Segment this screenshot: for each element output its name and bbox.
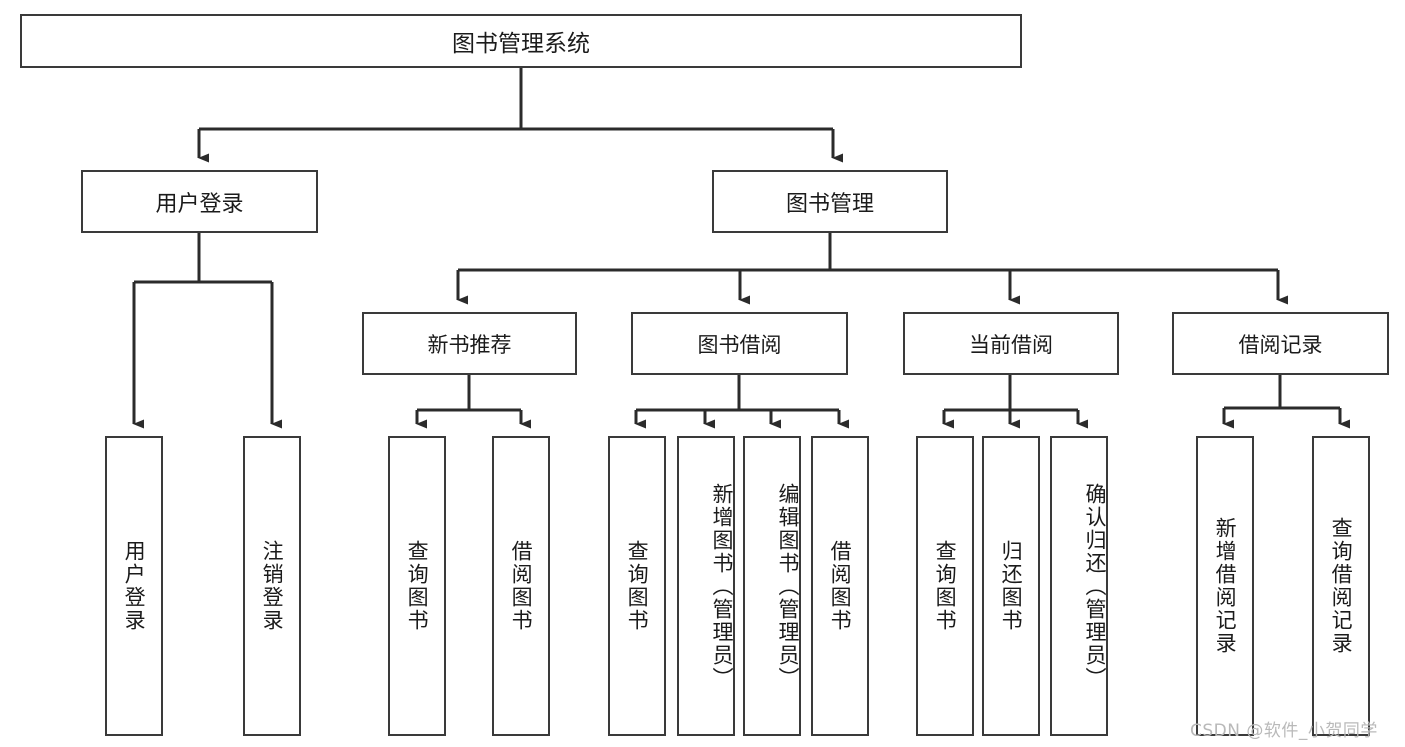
leaf-query-borrow-record[interactable]: 查询借阅记录 [1312,436,1370,736]
node-label: 确认归还（管理员） [1083,482,1107,690]
leaf-edit-book-admin[interactable]: 编辑图书（管理员） [743,436,801,736]
node-label: 编辑图书（管理员） [776,482,800,690]
node-current-borrow[interactable]: 当前借阅 [903,312,1119,375]
leaf-query-book-borrow[interactable]: 查询图书 [608,436,666,736]
node-user-login[interactable]: 用户登录 [81,170,318,233]
leaf-query-book-recommend[interactable]: 查询图书 [388,436,446,736]
node-label: 借阅图书 [509,540,534,632]
leaf-confirm-return-admin[interactable]: 确认归还（管理员） [1050,436,1108,736]
node-label: 新增借阅记录 [1213,517,1238,655]
node-label: 新书推荐 [427,332,512,357]
node-label: 借阅记录 [1238,332,1323,357]
node-book-borrow[interactable]: 图书借阅 [631,312,848,375]
leaf-borrow-book[interactable]: 借阅图书 [811,436,869,736]
node-root-book-management-system[interactable]: 图书管理系统 [20,14,1022,68]
node-borrow-record[interactable]: 借阅记录 [1172,312,1389,375]
leaf-add-borrow-record[interactable]: 新增借阅记录 [1196,436,1254,736]
node-label: 新增图书（管理员） [710,482,734,690]
node-label: 查询图书 [405,540,430,632]
node-label: 查询图书 [625,540,650,632]
node-book-management[interactable]: 图书管理 [712,170,948,233]
node-new-book-recommend[interactable]: 新书推荐 [362,312,577,375]
leaf-return-book[interactable]: 归还图书 [982,436,1040,736]
node-label: 用户登录 [155,191,244,217]
node-label: 查询图书 [933,540,958,632]
node-label: 图书借阅 [697,332,782,357]
node-label: 用户登录 [122,540,147,632]
node-label: 图书管理 [785,191,874,217]
node-label: 注销登录 [260,540,285,632]
leaf-query-book-current[interactable]: 查询图书 [916,436,974,736]
node-label: 当前借阅 [969,332,1053,357]
node-label: 图书管理系统 [452,31,590,57]
node-label: 查询借阅记录 [1329,517,1354,655]
leaf-logout[interactable]: 注销登录 [243,436,301,736]
leaf-borrow-book-recommend[interactable]: 借阅图书 [492,436,550,736]
node-label: 归还图书 [999,540,1024,632]
leaf-add-book-admin[interactable]: 新增图书（管理员） [677,436,735,736]
node-label: 借阅图书 [828,540,853,632]
leaf-user-login[interactable]: 用户登录 [105,436,163,736]
